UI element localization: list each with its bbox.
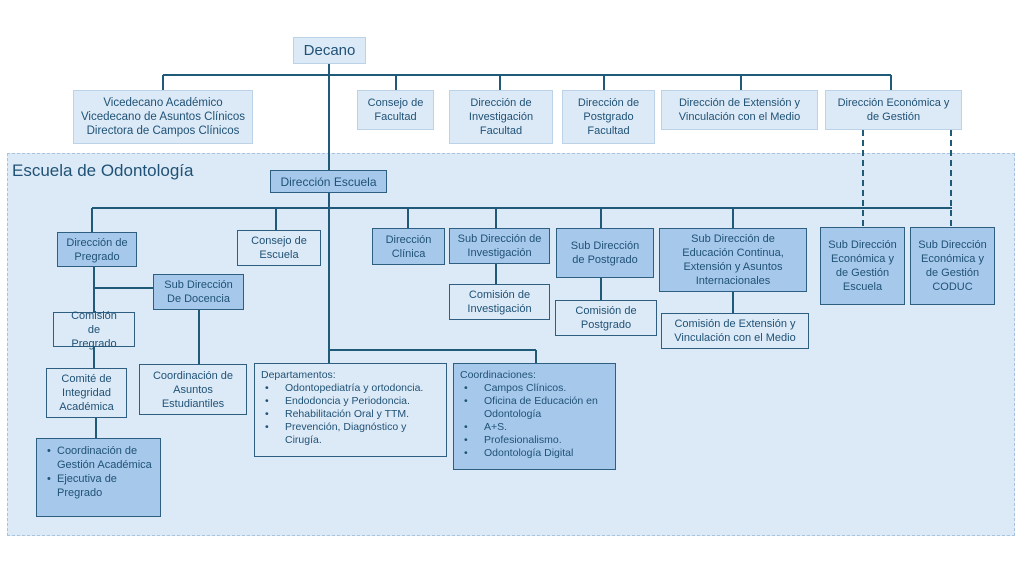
subdir-economica-escuela-box: Sub Dirección Económica y de Gestión Esc… bbox=[820, 227, 905, 305]
direccion-extension-box: Dirección de Extensión y Vinculación con… bbox=[661, 90, 818, 130]
direccion-investigacion-facultad-box: Dirección de Investigación Facultad bbox=[449, 90, 553, 144]
vicedecano-clinicos: Vicedecano de Asuntos Clínicos bbox=[80, 111, 246, 123]
direccion-postgrado-facultad-box: Dirección de Postgrado Facultad bbox=[562, 90, 655, 144]
vicedecanos-box: Vicedecano Académico Vicedecano de Asunt… bbox=[73, 90, 253, 144]
comision-postgrado-box: Comisión de Postgrado bbox=[555, 300, 657, 336]
list-item: Rehabilitación Oral y TTM. bbox=[261, 408, 440, 421]
direccion-pregrado-box: Dirección de Pregrado bbox=[57, 232, 137, 267]
escuela-region bbox=[7, 153, 1015, 536]
direccion-escuela-box: Dirección Escuela bbox=[270, 170, 387, 193]
subdir-docencia-box: Sub Dirección De Docencia bbox=[153, 274, 244, 310]
direccion-clinica-box: Dirección Clínica bbox=[372, 228, 445, 265]
coordinacion-asuntos-box: Coordinación de Asuntos Estudiantiles bbox=[139, 364, 247, 415]
comision-investigacion-box: Comisión de Investigación bbox=[449, 284, 550, 320]
direccion-economica-box: Dirección Económica y de Gestión bbox=[825, 90, 962, 130]
coordinaciones-title: Coordinaciones: bbox=[460, 369, 536, 381]
list-item: Endodoncia y Periodoncia. bbox=[261, 395, 440, 408]
list-item: Coordinación de Gestión Académica bbox=[43, 444, 154, 472]
consejo-escuela-box: Consejo de Escuela bbox=[237, 230, 321, 266]
list-item: Prevención, Diagnóstico y Cirugía. bbox=[261, 421, 440, 447]
directora-campos: Directora de Campos Clínicos bbox=[86, 125, 240, 137]
subdir-investigacion-box: Sub Dirección de Investigación bbox=[449, 228, 550, 264]
comision-pregrado-box: Comisión de Pregrado bbox=[53, 310, 135, 350]
comite-integridad-box: Comité de Integridad Académica bbox=[46, 368, 127, 418]
subdir-educacion-continua-box: Sub Dirección de Educación Continua, Ext… bbox=[659, 228, 807, 292]
list-item: Oficina de Educación en Odontología bbox=[460, 395, 609, 421]
list-item: Ejecutiva de Pregrado bbox=[43, 472, 154, 500]
consejo-facultad-box: Consejo de Facultad bbox=[357, 90, 434, 130]
departamentos-title: Departamentos: bbox=[261, 369, 336, 381]
departamentos-box: Departamentos: Odontopediatría y ortodon… bbox=[254, 363, 447, 457]
vicedecano-academico: Vicedecano Académico bbox=[103, 97, 223, 109]
coordinaciones-box: Coordinaciones: Campos Clínicos. Oficina… bbox=[453, 363, 616, 470]
list-item: Odontopediatría y ortodoncia. bbox=[261, 382, 440, 395]
list-item: Campos Clínicos. bbox=[460, 382, 609, 395]
subdir-postgrado-box: Sub Dirección de Postgrado bbox=[556, 228, 654, 278]
list-item: Odontología Digital bbox=[460, 447, 609, 460]
escuela-title: Escuela de Odontología bbox=[12, 161, 194, 180]
list-item: A+S. bbox=[460, 421, 609, 434]
coordinacion-gestion-box: Coordinación de Gestión Académica Ejecut… bbox=[36, 438, 161, 517]
decano-box: Decano bbox=[293, 37, 366, 64]
subdir-economica-coduc-box: Sub Dirección Económica y de Gestión COD… bbox=[910, 227, 995, 305]
comision-extension-box: Comisión de Extensión y Vinculación con … bbox=[661, 313, 809, 349]
list-item: Profesionalismo. bbox=[460, 434, 609, 447]
